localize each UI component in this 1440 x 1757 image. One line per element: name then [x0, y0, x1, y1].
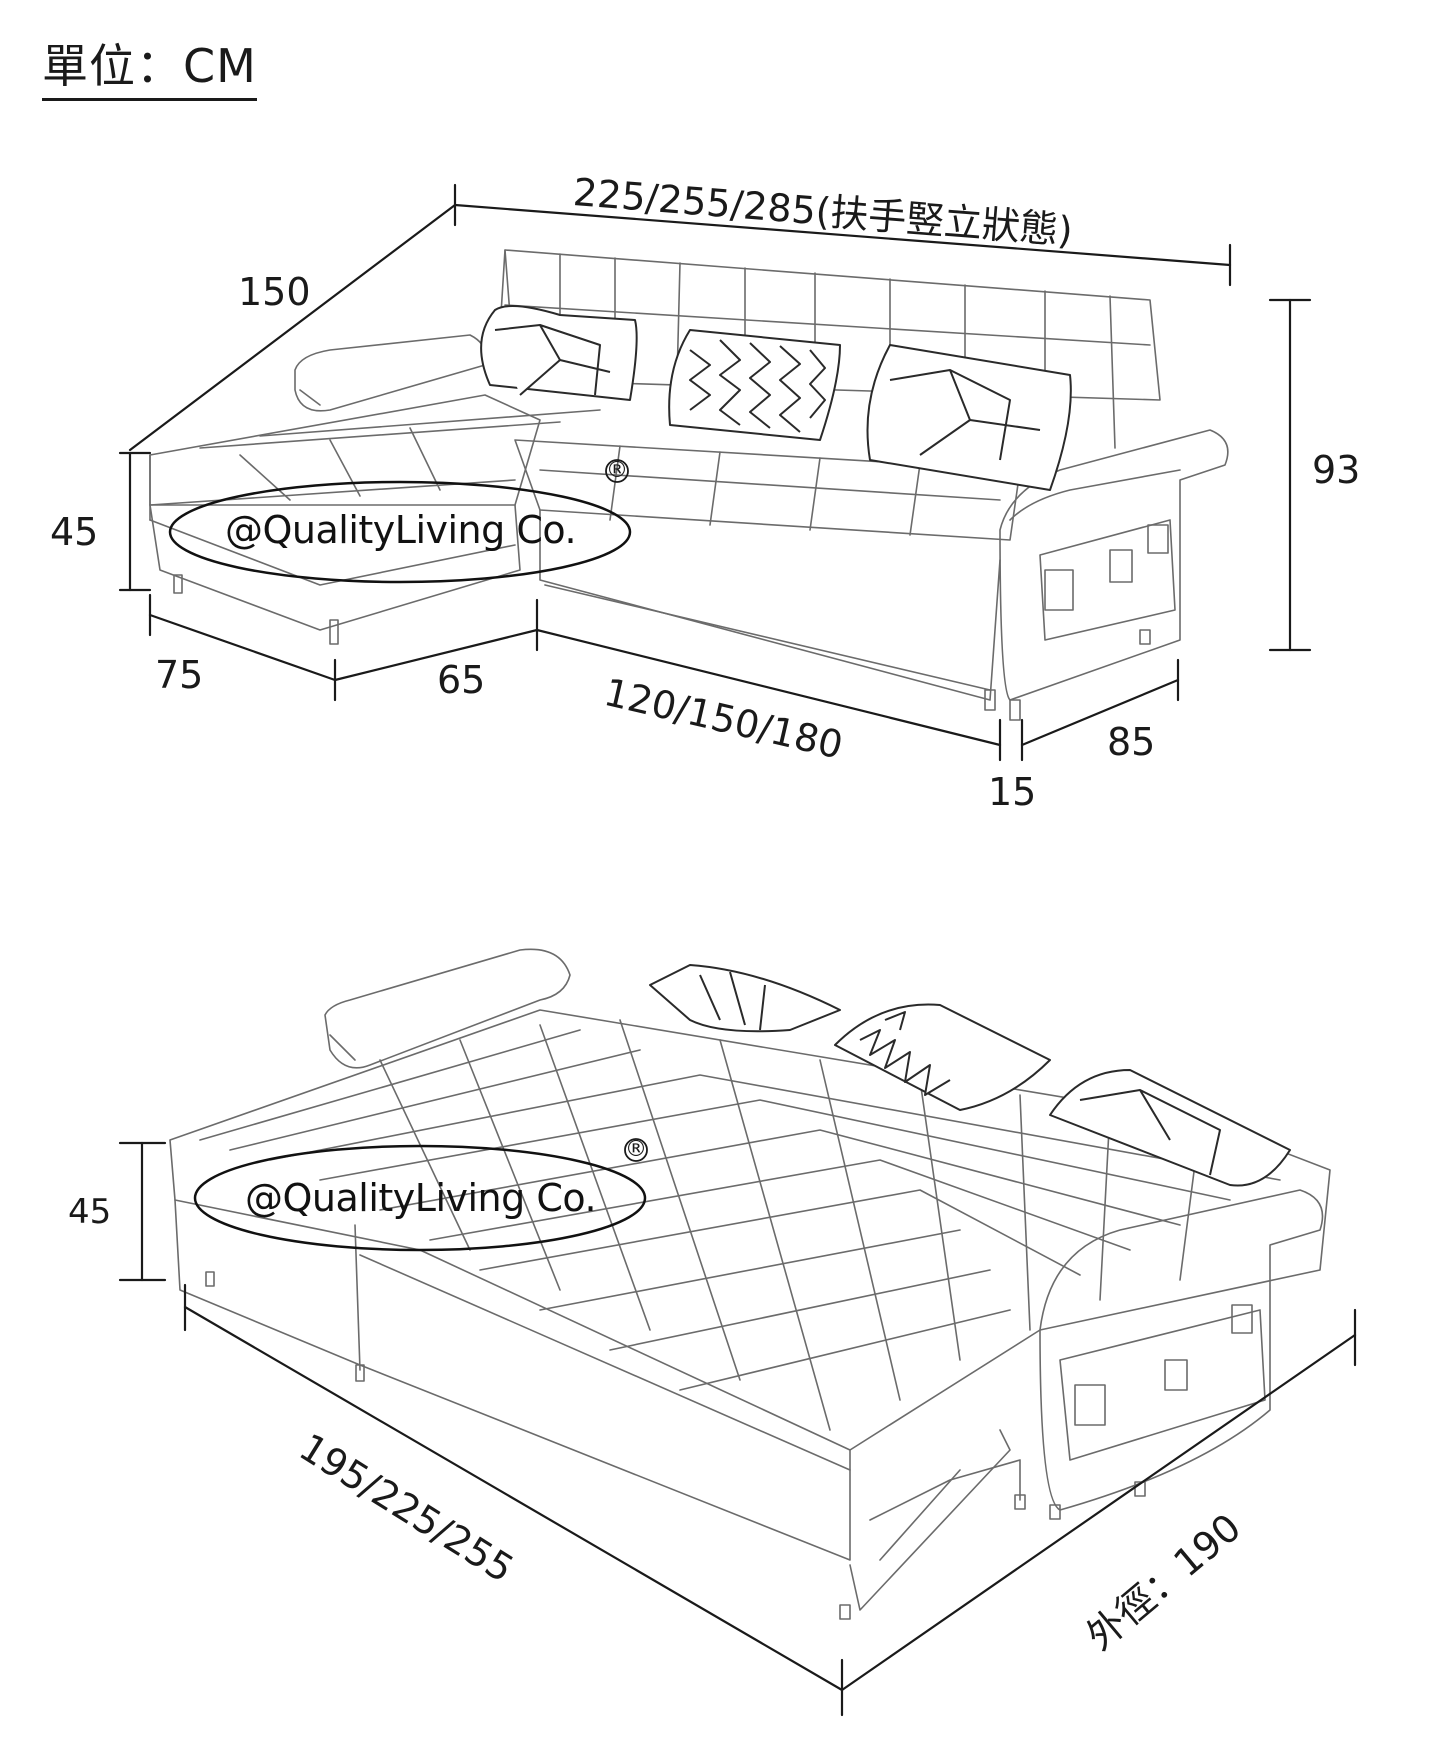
depth-label: 150: [238, 270, 311, 314]
unit-label: 單位：CM: [42, 38, 257, 101]
bed-seat-height-label: 45: [68, 1192, 112, 1232]
chaise-gap-label: 65: [437, 658, 486, 702]
registered-mark-top: ®: [606, 458, 628, 483]
seat-height-label: 45: [50, 510, 99, 554]
chaise-width-label: 75: [155, 653, 204, 697]
arm-depth-label: 85: [1107, 720, 1156, 764]
watermark-bottom: @QualityLiving Co.: [245, 1176, 597, 1220]
watermark-top: @QualityLiving Co.: [225, 508, 577, 552]
registered-mark-bottom: ®: [625, 1137, 647, 1162]
arm-width-label: 15: [988, 770, 1037, 814]
back-height-label: 93: [1312, 448, 1361, 492]
